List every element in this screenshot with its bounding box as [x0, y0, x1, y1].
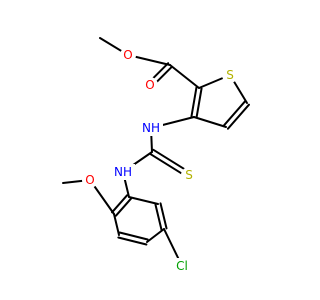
atom-label-o-carbonyl: O [145, 78, 154, 92]
atom-label-s-thiophene: S [226, 68, 234, 82]
bond-C5_th-C4_th-0 [226, 103, 250, 130]
molecule-diagram: O O S NH S NH [62, 37, 250, 274]
bond-C4_th-C3_th [193, 116, 227, 128]
bond-C4_ar-C5_ar [146, 228, 165, 243]
atom-nh-lower: NH [111, 164, 135, 180]
bond-C3_th-C2_th-0 [190, 86, 198, 118]
bond-C3_th-C2_th-1 [195, 87, 203, 119]
atom-label-o-ester: O [123, 48, 132, 62]
bond-layer [62, 37, 250, 267]
atom-label-nh-lower: NH [114, 165, 132, 179]
bond-C3_ar-C4_ar-0 [118, 231, 149, 241]
bond-C1_ar-C2_ar-0 [114, 197, 132, 217]
atom-o-ester: O [120, 47, 136, 63]
atom-nh-upper: NH [139, 120, 163, 136]
atom-label-s-thiocarbonyl: S [185, 168, 193, 182]
atom-label-nh-upper: NH [142, 121, 160, 135]
bond-C1_ar-C2_ar-1 [111, 194, 129, 214]
atom-label-cl: Cl [176, 259, 188, 273]
atom-o-methoxy: O [82, 172, 98, 188]
atom-label-o-methoxy: O [85, 173, 94, 187]
atom-s-thiophene: S [222, 67, 238, 83]
bond-C2_ar-C3_ar [113, 213, 120, 236]
bond-C5_th-C4_th-1 [223, 100, 247, 127]
atom-s-thiocarbonyl: S [181, 167, 197, 183]
bond-C_carbonyl-C2_th [169, 64, 200, 89]
bond-C5_ar-C6_ar-0 [154, 203, 163, 231]
structure-canvas: O O S NH S NH [62, 37, 250, 274]
bond-C6_ar-C1_ar [128, 196, 159, 205]
bond-C5_ar-C6_ar-1 [159, 202, 168, 230]
atom-cl: Cl [172, 258, 192, 274]
atom-o-carbonyl: O [142, 77, 158, 93]
bond-C3_ar-C4_ar-1 [117, 236, 148, 246]
atom-label-layer: O O S NH S NH [82, 47, 238, 274]
